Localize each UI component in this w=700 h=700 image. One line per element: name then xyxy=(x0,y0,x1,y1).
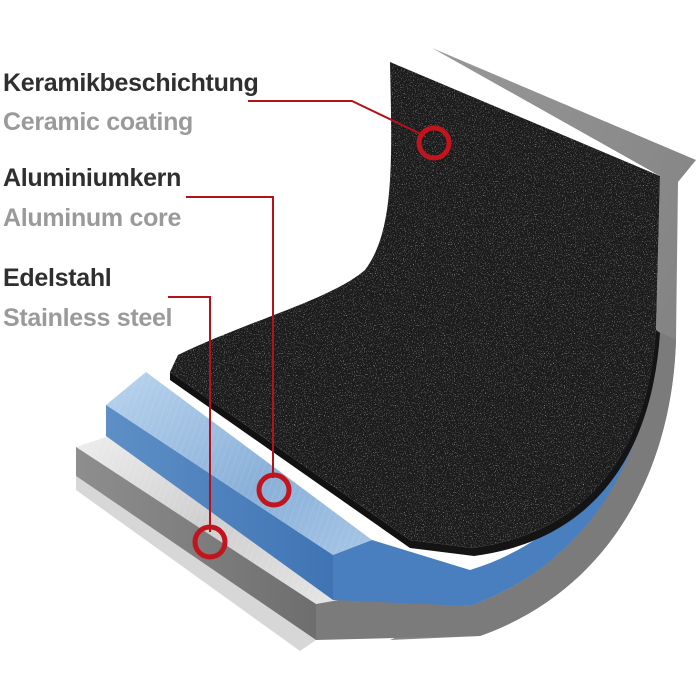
label-aluminum-en: Aluminum core xyxy=(3,204,182,232)
label-aluminum-de: Aluminiumkern xyxy=(3,164,182,192)
marker-ring-ceramic xyxy=(416,125,452,161)
leader-lines xyxy=(168,100,426,532)
label-ceramic-de: Keramikbeschichtung xyxy=(3,69,259,97)
aluminum-edge xyxy=(106,405,333,600)
ceramic-surface xyxy=(170,62,660,548)
leader-line-steel xyxy=(168,296,211,532)
aluminum-core-layer xyxy=(106,334,656,606)
leader-line-ceramic xyxy=(248,100,426,137)
marker-ring-steel xyxy=(192,524,228,560)
label-ceramic-en: Ceramic coating xyxy=(3,108,194,136)
label-steel-de: Edelstahl xyxy=(3,264,112,292)
marker-rings xyxy=(192,125,452,560)
leader-line-aluminum xyxy=(186,196,274,478)
label-steel-en: Stainless steel xyxy=(3,304,173,332)
ceramic-coating-layer xyxy=(170,62,660,556)
marker-ring-aluminum xyxy=(256,472,292,508)
ceramic-edge xyxy=(170,372,410,548)
